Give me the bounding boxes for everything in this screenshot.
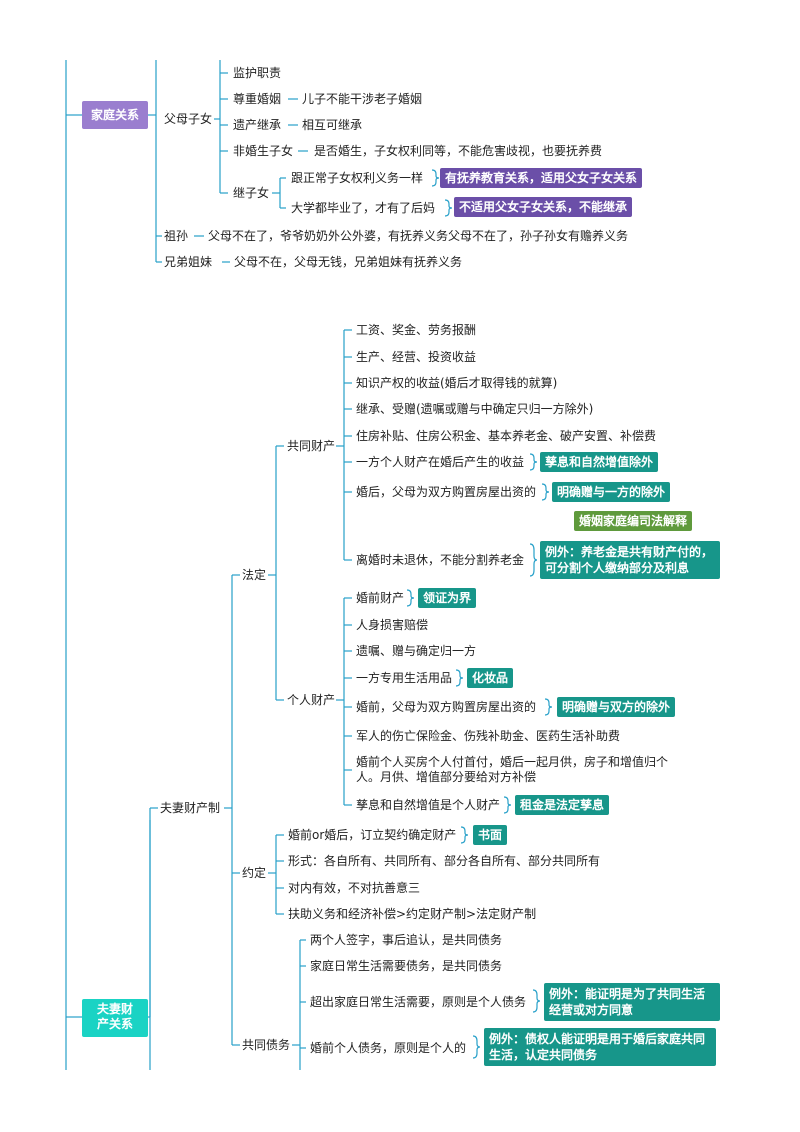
node-inheritance-note[interactable]: 相互可继承 [302, 118, 363, 132]
tag-stepchild-a: 有抚养教育关系，适用父女子女关系 [440, 168, 643, 188]
node-common-property[interactable]: 共同财产 [287, 439, 336, 453]
tag-personal-3: 化妆品 [467, 668, 514, 688]
common-item-1[interactable]: 生产、经营、投资收益 [356, 350, 477, 364]
personal-item-0[interactable]: 婚前财产 [356, 591, 405, 605]
topic-family-relations[interactable]: 家庭关系 [82, 101, 148, 129]
node-legal-regime[interactable]: 法定 [242, 568, 267, 582]
common-item-0[interactable]: 工资、奖金、劳务报酬 [356, 323, 477, 337]
tag-debt-2: 例外：能证明是为了共同生活经营或对方同意 [544, 983, 720, 1021]
personal-item-1[interactable]: 人身损害赔偿 [356, 618, 429, 632]
node-siblings-note[interactable]: 父母不在，父母无钱，兄弟姐妹有抚养义务 [234, 255, 463, 269]
node-siblings[interactable]: 兄弟姐妹 [164, 255, 213, 269]
tag-common-6: 明确赠与一方的除外 [552, 482, 671, 502]
node-stepchild-a[interactable]: 跟正常子女权利义务一样 [291, 171, 424, 185]
common-item-7[interactable]: 离婚时未退休，不能分割养老金 [356, 553, 525, 567]
personal-item-2[interactable]: 遗嘱、赠与确定归一方 [356, 644, 477, 658]
common-item-2[interactable]: 知识产权的收益(婚后才取得钱的就算) [356, 376, 558, 390]
node-stepchild-b[interactable]: 大学都毕业了，才有了后妈 [291, 201, 436, 215]
node-marriage[interactable]: 尊重婚姻 [233, 92, 282, 106]
common-item-4[interactable]: 住房补贴、住房公积金、基本养老金、破产安置、补偿费 [356, 429, 657, 443]
tag-personal-4: 明确赠与双方的除外 [557, 697, 676, 717]
tag-personal-7: 租金是法定孳息 [515, 795, 610, 815]
topic-marital-property[interactable]: 夫妻财产关系 [82, 999, 148, 1037]
agreed-item-0[interactable]: 婚前or婚后，订立契约确定财产 [288, 828, 457, 842]
debt-item-0[interactable]: 两个人签字，事后追认，是共同债务 [310, 933, 503, 947]
agreed-item-1[interactable]: 形式：各自所有、共同所有、部分各自所有、部分共同所有 [288, 854, 601, 868]
node-stepchild[interactable]: 继子女 [233, 186, 270, 200]
debt-item-3[interactable]: 婚前个人债务，原则是个人的 [310, 1041, 467, 1055]
tag-common-7: 例外：养老金是共有财产付的，可分割个人缴纳部分及利息 [540, 541, 720, 579]
tag-agreed-0: 书面 [473, 825, 508, 845]
node-agreed-regime[interactable]: 约定 [242, 866, 267, 880]
personal-item-5[interactable]: 军人的伤亡保险金、伤残补助金、医药生活补助费 [356, 729, 621, 743]
tag-judicial-interpretation: 婚姻家庭编司法解释 [574, 511, 693, 531]
personal-item-6[interactable]: 婚前个人买房个人付首付，婚后一起月供，房子和增值归个人。月供、增值部分要给对方补… [356, 755, 669, 784]
personal-item-3[interactable]: 一方专用生活用品 [356, 671, 453, 685]
node-marriage-note[interactable]: 儿子不能干涉老子婚姻 [302, 92, 423, 106]
personal-item-4[interactable]: 婚前，父母为双方购置房屋出资的 [356, 700, 537, 714]
debt-item-2[interactable]: 超出家庭日常生活需要，原则是个人债务 [310, 995, 527, 1009]
tag-common-5: 孳息和自然增值除外 [540, 452, 659, 472]
common-item-6[interactable]: 婚后，父母为双方购置房屋出资的 [356, 485, 537, 499]
tag-debt-3: 例外：债权人能证明是用于婚后家庭共同生活，认定共同债务 [484, 1028, 716, 1066]
node-grandparents-note[interactable]: 父母不在了，爷爷奶奶外公外婆，有抚养义务父母不在了，孙子孙女有赡养义务 [208, 229, 629, 243]
common-item-3[interactable]: 继承、受赠(遗嘱或赠与中确定只归一方除外) [356, 402, 594, 416]
node-grandparents[interactable]: 祖孙 [164, 229, 189, 243]
agreed-item-3[interactable]: 扶助义务和经济补偿>约定财产制>法定财产制 [288, 907, 537, 921]
tag-personal-0: 领证为界 [418, 588, 477, 608]
node-joint-debt[interactable]: 共同债务 [242, 1038, 291, 1052]
agreed-item-2[interactable]: 对内有效，不对抗善意三 [288, 881, 421, 895]
personal-item-7[interactable]: 孳息和自然增值是个人财产 [356, 798, 501, 812]
node-parent-child[interactable]: 父母子女 [164, 112, 213, 126]
debt-item-1[interactable]: 家庭日常生活需要债务，是共同债务 [310, 959, 503, 973]
tag-stepchild-b: 不适用父女子女关系，不能继承 [454, 197, 633, 217]
common-item-5[interactable]: 一方个人财产在婚后产生的收益 [356, 455, 525, 469]
node-guardianship[interactable]: 监护职责 [233, 66, 282, 80]
node-personal-property[interactable]: 个人财产 [287, 693, 336, 707]
node-inheritance[interactable]: 遗产继承 [233, 118, 282, 132]
node-property-regime[interactable]: 夫妻财产制 [160, 801, 221, 815]
node-illegitimate[interactable]: 非婚生子女 [233, 144, 294, 158]
node-illegitimate-note[interactable]: 是否婚生，子女权利同等，不能危害歧视，也要抚养费 [314, 144, 603, 158]
